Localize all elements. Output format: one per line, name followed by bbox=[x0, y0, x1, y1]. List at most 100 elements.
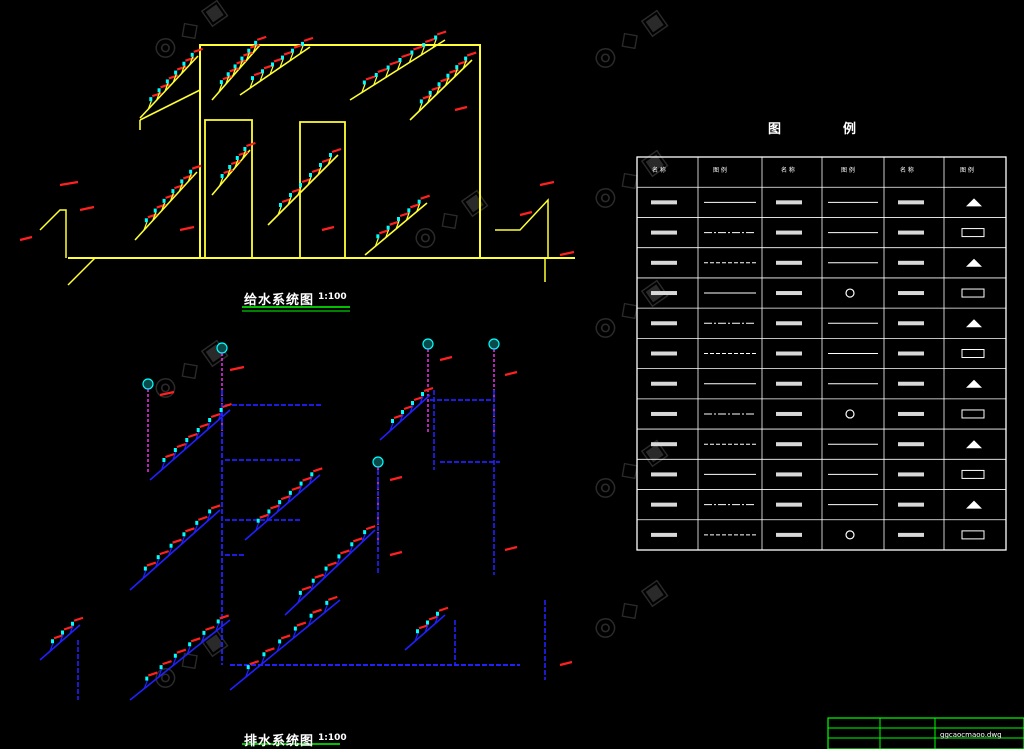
annotation-mark bbox=[238, 150, 249, 157]
legend-name-mark bbox=[776, 381, 802, 386]
supply-comb bbox=[139, 55, 199, 119]
watermark-mark: ◎ ◇ ▣ bbox=[147, 623, 233, 696]
fixture-mark bbox=[309, 613, 313, 618]
annotation-mark bbox=[176, 65, 187, 71]
riser-stub bbox=[453, 68, 458, 78]
legend-border bbox=[636, 156, 1007, 551]
riser-stub bbox=[405, 212, 410, 221]
fixture-mark bbox=[271, 62, 274, 67]
legend-name-mark bbox=[898, 411, 924, 416]
riser-stub bbox=[310, 582, 315, 591]
riser-stub bbox=[317, 166, 322, 176]
annotation-mark bbox=[73, 616, 84, 622]
annotation-mark bbox=[151, 92, 162, 98]
annotation-mark bbox=[301, 585, 312, 591]
annotation-mark bbox=[389, 550, 403, 557]
drain-comb bbox=[284, 529, 376, 616]
annotation-mark bbox=[205, 625, 215, 631]
supply-right-branch bbox=[495, 198, 549, 258]
riser-stub bbox=[419, 395, 424, 405]
annotation-mark bbox=[393, 413, 404, 420]
riser-stub bbox=[265, 513, 270, 522]
annotation-mark bbox=[413, 395, 424, 402]
legend-symbol-triangle bbox=[966, 440, 982, 449]
fixture-mark bbox=[410, 50, 414, 55]
riser-stub bbox=[289, 52, 294, 61]
title-block bbox=[827, 717, 1024, 749]
supply-comb bbox=[267, 154, 339, 226]
legend-name-mark bbox=[651, 532, 677, 537]
annotation-mark bbox=[377, 67, 388, 74]
fixture-mark bbox=[329, 153, 332, 157]
riser-stub bbox=[158, 668, 163, 678]
title-block-border bbox=[827, 717, 1024, 749]
annotation-mark bbox=[179, 225, 195, 232]
legend-name-mark bbox=[776, 351, 802, 356]
legend-name-mark bbox=[898, 532, 924, 537]
annotation-mark bbox=[187, 432, 198, 439]
annotation-mark bbox=[53, 634, 64, 640]
legend-name-mark bbox=[898, 230, 924, 235]
riser-stub bbox=[269, 66, 274, 75]
fixture-mark bbox=[196, 428, 200, 432]
annotation-mark bbox=[389, 475, 403, 482]
riser-stub bbox=[238, 60, 243, 69]
legend-symbol-circle bbox=[845, 288, 855, 298]
riser-stub bbox=[462, 60, 467, 69]
fixture-mark bbox=[153, 208, 157, 213]
fixture-mark bbox=[156, 555, 160, 560]
supply-frame-outer bbox=[199, 44, 481, 258]
riser-stub bbox=[218, 411, 223, 421]
fixture-mark bbox=[386, 225, 390, 230]
riser-stub bbox=[245, 52, 250, 61]
riser-stub bbox=[297, 186, 302, 196]
riser-stub bbox=[142, 570, 147, 579]
annotation-mark bbox=[399, 211, 410, 218]
riser-stub bbox=[385, 69, 390, 78]
riser-stub bbox=[373, 76, 378, 86]
riser-stub bbox=[327, 156, 332, 166]
legend-name-mark bbox=[898, 321, 924, 326]
vent-cap bbox=[216, 342, 228, 354]
riser-stub bbox=[414, 633, 419, 642]
riser-stub bbox=[219, 177, 224, 187]
riser-stub bbox=[424, 624, 429, 633]
fixture-mark bbox=[278, 639, 282, 644]
legend-name-mark bbox=[898, 381, 924, 386]
fixture-mark bbox=[235, 156, 239, 160]
fixture-mark bbox=[208, 418, 212, 422]
fixture-mark bbox=[254, 40, 258, 45]
riser-stub bbox=[418, 103, 423, 112]
legend-name-mark bbox=[651, 230, 677, 235]
riser-stub bbox=[172, 451, 177, 461]
annotation-mark bbox=[327, 561, 337, 567]
fixture-mark bbox=[261, 69, 264, 74]
supply-frame-room1 bbox=[204, 119, 253, 258]
annotation-mark bbox=[168, 74, 179, 80]
fixture-mark bbox=[216, 619, 220, 624]
annotation-mark bbox=[378, 229, 389, 235]
fixture-mark bbox=[173, 448, 177, 452]
vent-cap bbox=[142, 378, 154, 390]
annotation-mark bbox=[428, 615, 439, 621]
riser-stub bbox=[335, 558, 340, 567]
legend-name-mark bbox=[651, 502, 677, 507]
riser-stub bbox=[193, 524, 198, 534]
legend-name-mark bbox=[651, 321, 677, 326]
fixture-mark bbox=[417, 199, 421, 204]
fixture-mark bbox=[208, 509, 212, 514]
fixture-mark bbox=[426, 620, 429, 625]
legend-name-mark bbox=[776, 321, 802, 326]
fixture-mark bbox=[311, 578, 315, 583]
annotation-mark bbox=[147, 671, 158, 677]
annotation-mark bbox=[312, 467, 323, 473]
fixture-mark bbox=[219, 408, 223, 412]
fixture-mark bbox=[293, 626, 297, 631]
riser-stub bbox=[160, 461, 165, 471]
annotation-mark bbox=[265, 647, 275, 653]
legend-header-1: 名 称 bbox=[652, 167, 666, 174]
fixture-mark bbox=[233, 64, 237, 69]
vent-cap bbox=[372, 456, 384, 468]
fixture-mark bbox=[247, 48, 251, 53]
legend-header-4: 图 例 bbox=[841, 167, 855, 174]
